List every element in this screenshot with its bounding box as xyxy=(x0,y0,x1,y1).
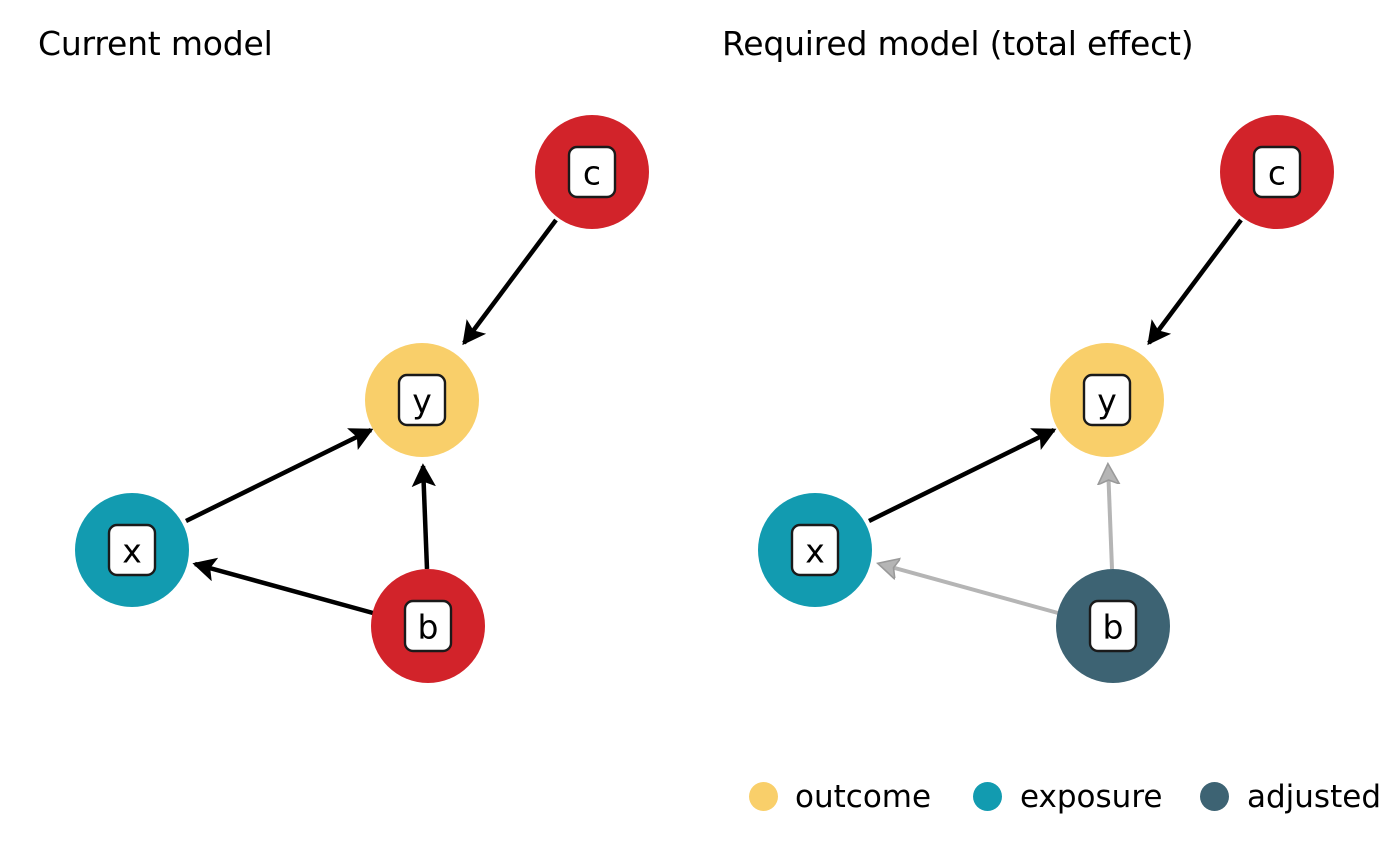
node-b-right-label-box xyxy=(1088,599,1138,653)
legend-label-outcome: outcome xyxy=(795,779,932,815)
legend-swatch-exposure xyxy=(973,782,1002,811)
edge-b-to-x-left xyxy=(192,557,374,616)
node-b-left-label: b xyxy=(418,608,439,647)
node-b-right-label: b xyxy=(1103,608,1124,647)
edge-x-to-y-left xyxy=(185,427,374,524)
node-y-left-label-box xyxy=(397,373,447,427)
node-x-left[interactable]: x xyxy=(75,493,189,607)
node-y-right-label: y xyxy=(1097,382,1117,421)
node-x-right-label: x xyxy=(805,532,825,571)
edge-b-to-y-right xyxy=(1108,466,1112,570)
edge-b-to-x-right xyxy=(880,564,1059,615)
node-b-left[interactable]: b xyxy=(371,569,485,683)
node-c-left-label-box xyxy=(567,145,617,199)
legend-swatch-adjusted xyxy=(1200,782,1229,811)
legend-swatch-outcome xyxy=(749,782,778,811)
edge-x-to-y-right xyxy=(868,427,1057,524)
edges-required-model xyxy=(868,218,1243,615)
node-x-right-label-box xyxy=(790,523,840,577)
node-c-left-label: c xyxy=(583,154,601,193)
node-c-right-label: c xyxy=(1268,154,1286,193)
edge-c-to-y-right xyxy=(1147,218,1243,346)
node-c-right-label-box xyxy=(1252,145,1302,199)
node-x-left-label-box xyxy=(107,523,157,577)
edge-b-to-y-left xyxy=(411,463,436,570)
panel-title-required-model: Required model (total effect) xyxy=(722,24,1194,63)
panel-title-current-model: Current model xyxy=(38,24,273,63)
edges-current-model xyxy=(185,218,558,616)
node-b-right[interactable]: b xyxy=(1056,569,1170,683)
legend-label-adjusted: adjusted xyxy=(1247,779,1381,815)
legend-label-exposure: exposure xyxy=(1020,779,1163,815)
node-y-right[interactable]: y xyxy=(1050,343,1164,457)
node-y-left[interactable]: y xyxy=(365,343,479,457)
node-x-right[interactable]: x xyxy=(758,493,872,607)
node-y-right-label-box xyxy=(1082,373,1132,427)
node-c-left[interactable]: c xyxy=(535,115,649,229)
node-b-left-label-box xyxy=(403,599,453,653)
edge-c-to-y-left xyxy=(462,218,558,346)
node-c-right[interactable]: c xyxy=(1220,115,1334,229)
node-x-left-label: x xyxy=(122,532,142,571)
node-y-left-label: y xyxy=(412,382,432,421)
